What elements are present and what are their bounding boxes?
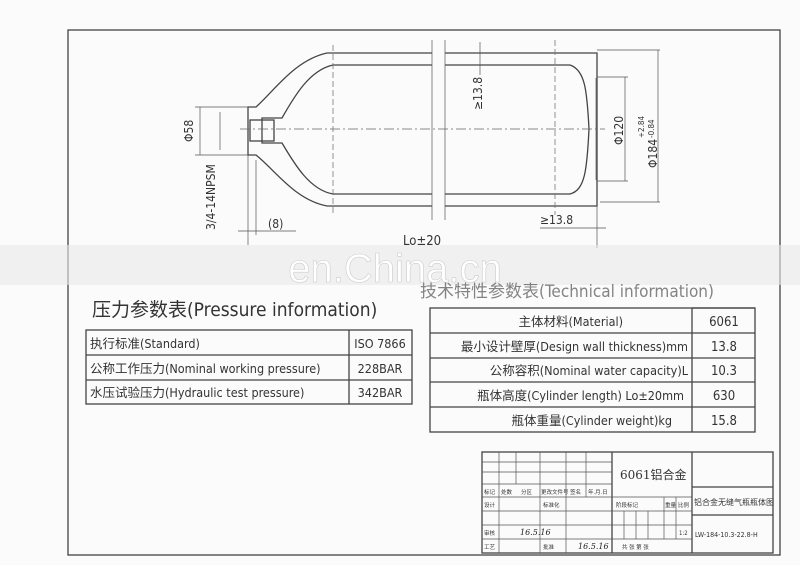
tb-approve: 批准 xyxy=(543,543,555,551)
tb-header: 更改文件号 xyxy=(541,488,569,496)
tb-weight: 重量 xyxy=(665,501,677,509)
technical-value: 10.3 xyxy=(711,364,737,379)
tb-design: 设计 xyxy=(484,501,496,509)
tb-signature-date: 16.5.16 xyxy=(578,542,609,551)
tb-drawing-name: 铝合金无缝气瓶瓶体图 xyxy=(694,497,774,507)
technical-label: 主体材料(Material) xyxy=(519,314,623,329)
pressure-label: 执行标准(Standard) xyxy=(90,336,200,351)
dim-thread: 3/4-14NPSM xyxy=(204,164,218,230)
dim-neck-dia: Φ58 xyxy=(182,120,196,142)
tb-drawing-no: LW-184-10.3-22.8-H xyxy=(695,531,758,539)
technical-label: 瓶体高度(Cylinder length) Lo±20mm xyxy=(477,388,684,403)
dim-outer-tol-lower: -0.84 xyxy=(647,119,656,138)
technical-table: 主体材料(Material) 最小设计壁厚(Design wall thickn… xyxy=(429,307,756,433)
title-block: 标记 处数 分区 更改文件号 签名 年.月.日 设计 标准化 审核 工艺 批准 … xyxy=(481,451,774,554)
tb-header: 签名 xyxy=(570,488,581,496)
tb-sheets: 共 张 第 张 xyxy=(622,543,649,551)
technical-value: 15.8 xyxy=(711,414,737,429)
dim-wall-side: ≥13.8 xyxy=(471,77,485,110)
dim-outer-tol-upper: +2.84 xyxy=(637,116,646,138)
pressure-value: ISO 7866 xyxy=(354,336,406,351)
drawing-border xyxy=(67,29,781,556)
tb-review: 审核 xyxy=(484,529,496,537)
tb-scale-label: 比例 xyxy=(678,501,690,509)
watermark: en.China.cn xyxy=(288,247,501,291)
dim-neck-length: (8) xyxy=(268,217,283,231)
tb-header: 处数 xyxy=(501,488,513,496)
technical-label: 瓶体重量(Cylinder weight)kg xyxy=(512,413,673,428)
dim-base-dia: Φ120 xyxy=(612,116,626,145)
dim-outer-dia: Φ184 xyxy=(646,139,660,168)
tb-standardization: 标准化 xyxy=(543,501,560,509)
tb-header: 分区 xyxy=(521,488,533,496)
pressure-label: 水压试验压力(Hydraulic test pressure) xyxy=(90,385,304,400)
pressure-label: 公称工作压力(Nominal working pressure) xyxy=(90,361,321,376)
technical-title: 技术特性参数表(Technical information) xyxy=(420,282,714,302)
tb-signature-date: 16.5.16 xyxy=(520,528,551,537)
tb-process: 工艺 xyxy=(484,544,496,551)
pressure-title: 压力参数表(Pressure information) xyxy=(92,299,377,321)
technical-label: 公称容积(Nominal water capacity)L xyxy=(490,363,689,378)
dim-wall-base: ≥13.8 xyxy=(540,213,573,227)
tb-header: 年.月.日 xyxy=(588,488,608,496)
pressure-table: 执行标准(Standard) ISO 7866 公称工作压力(Nominal w… xyxy=(85,329,413,405)
neck-thread xyxy=(249,119,275,142)
pressure-value: 342BAR xyxy=(358,385,403,400)
tb-scale: 1:2 xyxy=(679,530,688,537)
tb-header: 标记 xyxy=(484,488,496,496)
tb-material: 6061铝合金 xyxy=(620,467,687,482)
technical-value: 13.8 xyxy=(711,340,737,355)
pressure-value: 228BAR xyxy=(358,361,403,376)
technical-label: 最小设计壁厚(Design wall thickness)mm xyxy=(461,339,688,354)
tb-stage-mark: 阶段标记 xyxy=(616,501,639,509)
technical-value: 6061 xyxy=(709,315,739,330)
technical-value: 630 xyxy=(713,389,735,404)
cylinder-section xyxy=(240,40,605,220)
